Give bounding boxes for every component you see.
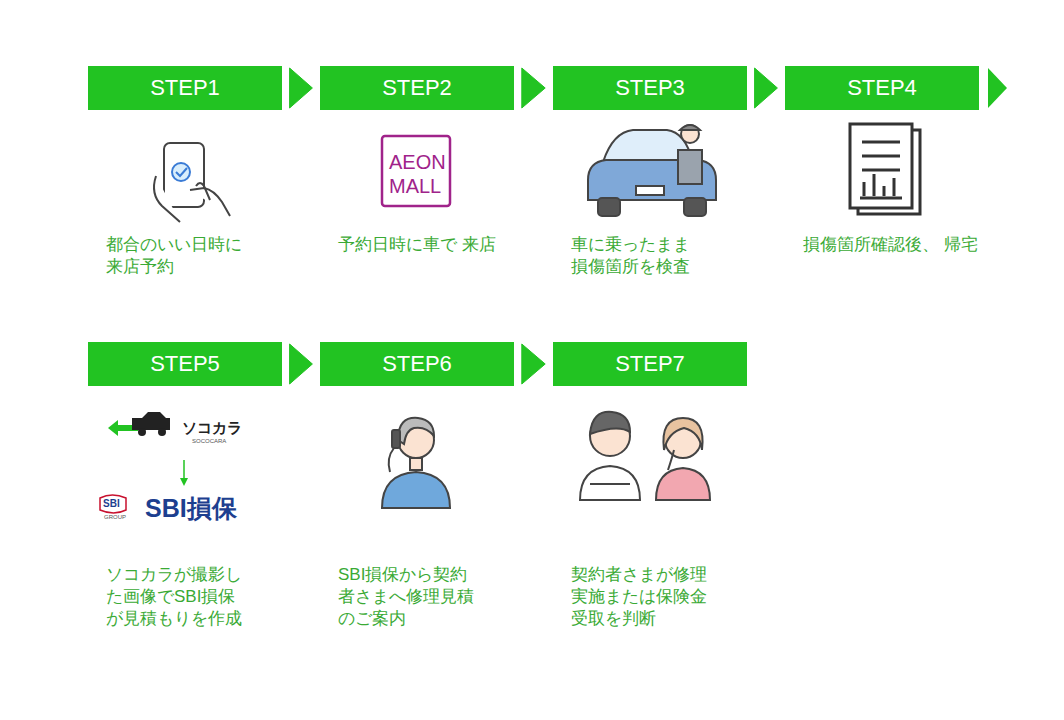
logo-text: GROUP (104, 514, 126, 520)
phone-icon (154, 143, 230, 222)
step-band: STEP7契約者さまが修理 実施または保険金 受取を判断 (553, 342, 747, 386)
brand-name: ソコカラ (182, 420, 242, 435)
flow-arrow (290, 68, 313, 108)
logo-text: AEON (389, 152, 446, 172)
step-band: STEP1都合のいい日時に 来店予約 (88, 66, 282, 110)
logo-text: SBI (103, 499, 120, 509)
car-illustration (588, 125, 716, 216)
step-description: ソコカラが撮影し た画像でSBI損保 が見積もりを作成 (106, 564, 311, 630)
step-description: 車に乗ったまま 損傷箇所を検査 (571, 234, 776, 278)
sbi-emblem (100, 495, 126, 513)
step-band: STEP4損傷箇所確認後、 帰宅 (785, 66, 979, 110)
flow-arrow (522, 68, 545, 108)
flow-arrow (988, 68, 1007, 108)
step-label: STEP5 (150, 351, 220, 377)
step-description: 損傷箇所確認後、 帰宅 (803, 234, 1008, 256)
flow-arrow (755, 68, 778, 108)
step-label: STEP4 (847, 75, 917, 101)
step-band: STEP5ソコカラが撮影し た画像でSBI損保 が見積もりを作成 (88, 342, 282, 386)
step-band: STEP6SBI損保から契約 者さまへ修理見積 のご案内 (320, 342, 514, 386)
step-band: STEP3車に乗ったまま 損傷箇所を検査 (553, 66, 747, 110)
step-description: 予約日時に車で 来店 (338, 234, 543, 256)
step-label: STEP7 (615, 351, 685, 377)
company-name: SBI損保 (145, 496, 237, 521)
logo-text: MALL (389, 176, 441, 196)
logo-frame (382, 136, 450, 206)
step-label: STEP1 (150, 75, 220, 101)
step-label: STEP3 (615, 75, 685, 101)
report-icon (850, 124, 920, 214)
flow-arrow (522, 344, 545, 384)
person-phone (382, 418, 450, 508)
brand-subtitle: SOCOCARA (192, 438, 226, 444)
sococara-logo (108, 412, 188, 486)
step-label: STEP6 (382, 351, 452, 377)
step-description: 都合のいい日時に 来店予約 (106, 234, 311, 278)
step-description: SBI損保から契約 者さまへ修理見積 のご案内 (338, 564, 543, 630)
step-description: 契約者さまが修理 実施または保険金 受取を判断 (571, 564, 776, 630)
flow-arrow (290, 344, 313, 384)
couple-illustration (580, 412, 710, 500)
step-label: STEP2 (382, 75, 452, 101)
step-band: STEP2予約日時に車で 来店 (320, 66, 514, 110)
